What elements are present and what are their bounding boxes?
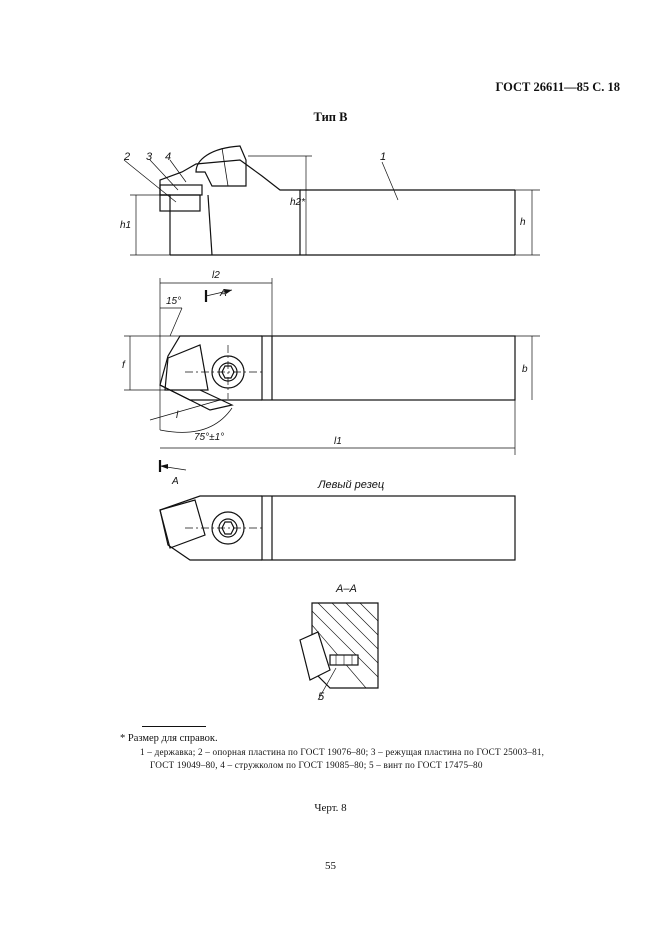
holder-side-outline — [159, 159, 301, 255]
section-aa-label: А–А — [335, 583, 357, 595]
footnote: * Размер для справок. — [120, 733, 218, 744]
dim-l: l — [176, 410, 179, 421]
dim-l2: l2 — [212, 270, 220, 281]
insert-side — [159, 184, 203, 196]
legend-line-2: ГОСТ 19049–80, 4 – стружколом по ГОСТ 19… — [150, 760, 483, 770]
clamp-side — [195, 145, 247, 187]
support-plate — [159, 194, 201, 212]
dim-h2: h2* — [290, 197, 306, 208]
callout-2: 2 — [123, 151, 130, 163]
page-number: 55 — [325, 860, 336, 872]
dim-h1: h1 — [120, 220, 131, 231]
technical-drawing: 2 3 4 1 h1 h2* h l2 15° А f b l 75°±1° l… — [120, 145, 540, 703]
holder-top-shank — [261, 335, 516, 401]
angle-15: 15° — [166, 296, 181, 307]
callout-5: 5 — [318, 691, 325, 703]
footnote-rule — [142, 726, 206, 727]
section-mark-top: А — [219, 288, 227, 299]
legend-line-1: 1 – державка; 2 – опорная пластина по ГО… — [140, 747, 545, 757]
insert-top — [164, 344, 209, 391]
angle-75: 75°±1° — [194, 432, 224, 443]
standard-header: ГОСТ 26611—85 С. 18 — [495, 80, 620, 94]
dim-b: b — [522, 364, 528, 375]
type-label: Тип В — [313, 110, 348, 124]
dim-h: h — [520, 217, 526, 228]
figure-caption: Черт. 8 — [314, 802, 347, 814]
callout-3: 3 — [146, 151, 153, 163]
callout-1: 1 — [380, 151, 386, 163]
callout-4: 4 — [165, 151, 171, 163]
section-mark-bottom: А — [171, 476, 179, 487]
dim-f: f — [122, 360, 126, 371]
left-cutter-label: Левый резец — [317, 479, 384, 491]
left-cutter-shank — [261, 495, 516, 561]
left-insert — [159, 499, 206, 549]
parts-legend: 1 – державка; 2 – опорная пластина по ГО… — [140, 746, 570, 772]
dim-l1: l1 — [334, 436, 342, 447]
